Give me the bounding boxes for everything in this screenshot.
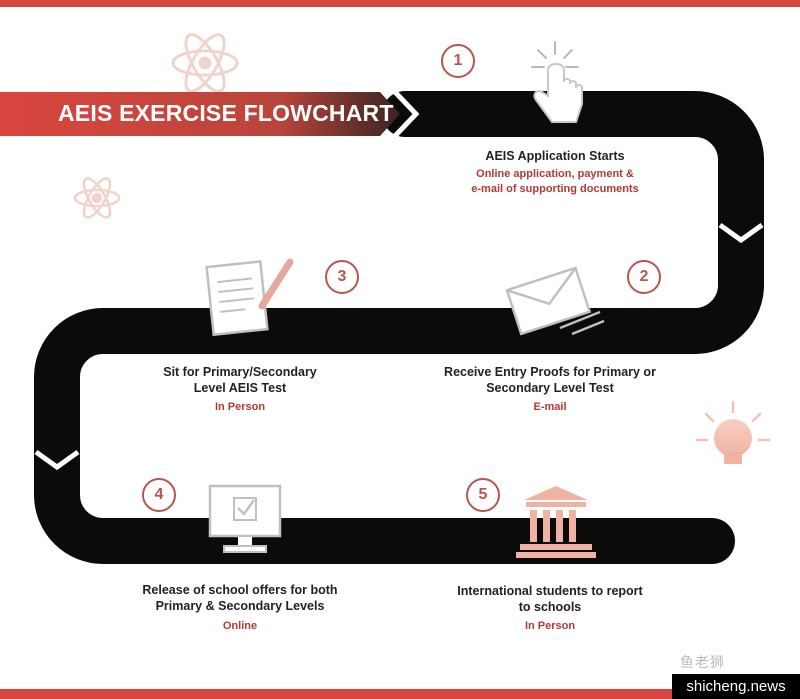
step-5-number: 5 xyxy=(466,478,500,512)
page-title: AEIS EXERCISE FLOWCHART xyxy=(58,100,394,126)
lightbulb-decor-icon xyxy=(695,400,771,464)
step-4-title: Release of school offers for both Primar… xyxy=(142,583,338,613)
step-4-subtitle: Online xyxy=(222,620,258,632)
step-3-title: Sit for Primary/Secondary Level AEIS Tes… xyxy=(163,365,317,395)
step-1-number: 1 xyxy=(441,44,475,78)
flow-path xyxy=(34,91,764,564)
step-3-number: 3 xyxy=(325,260,359,294)
step-4-number: 4 xyxy=(142,478,176,512)
atom-decor-icon xyxy=(171,33,239,93)
top-accent-bar xyxy=(0,0,800,7)
monitor-check-icon xyxy=(208,484,282,553)
envelope-icon xyxy=(505,266,605,336)
site-watermark: shicheng.news xyxy=(672,674,800,699)
click-hand-icon xyxy=(531,41,583,123)
step-1-title: AEIS Application Starts xyxy=(485,149,625,163)
step-3-subtitle: In Person xyxy=(214,401,266,413)
document-pen-icon xyxy=(205,258,294,337)
bottom-accent-bar xyxy=(0,689,800,699)
step-2-title: Receive Entry Proofs for Primary or Seco… xyxy=(444,365,656,395)
step-2-subtitle: E-mail xyxy=(533,401,567,413)
school-building-icon xyxy=(516,486,596,558)
path-chevron-left xyxy=(34,449,80,471)
title-banner xyxy=(0,92,400,136)
step-5-title: International students to report to scho… xyxy=(457,584,643,614)
atom-decor-small-icon xyxy=(73,177,121,219)
wechat-watermark: 鱼老狮 xyxy=(680,654,725,670)
step-2-number: 2 xyxy=(627,260,661,294)
path-chevron-right xyxy=(718,222,764,244)
banner-chevron xyxy=(393,90,420,138)
step-5-subtitle: In Person xyxy=(524,620,576,632)
step-1-subtitle: Online application, payment & e-mail of … xyxy=(471,168,639,195)
